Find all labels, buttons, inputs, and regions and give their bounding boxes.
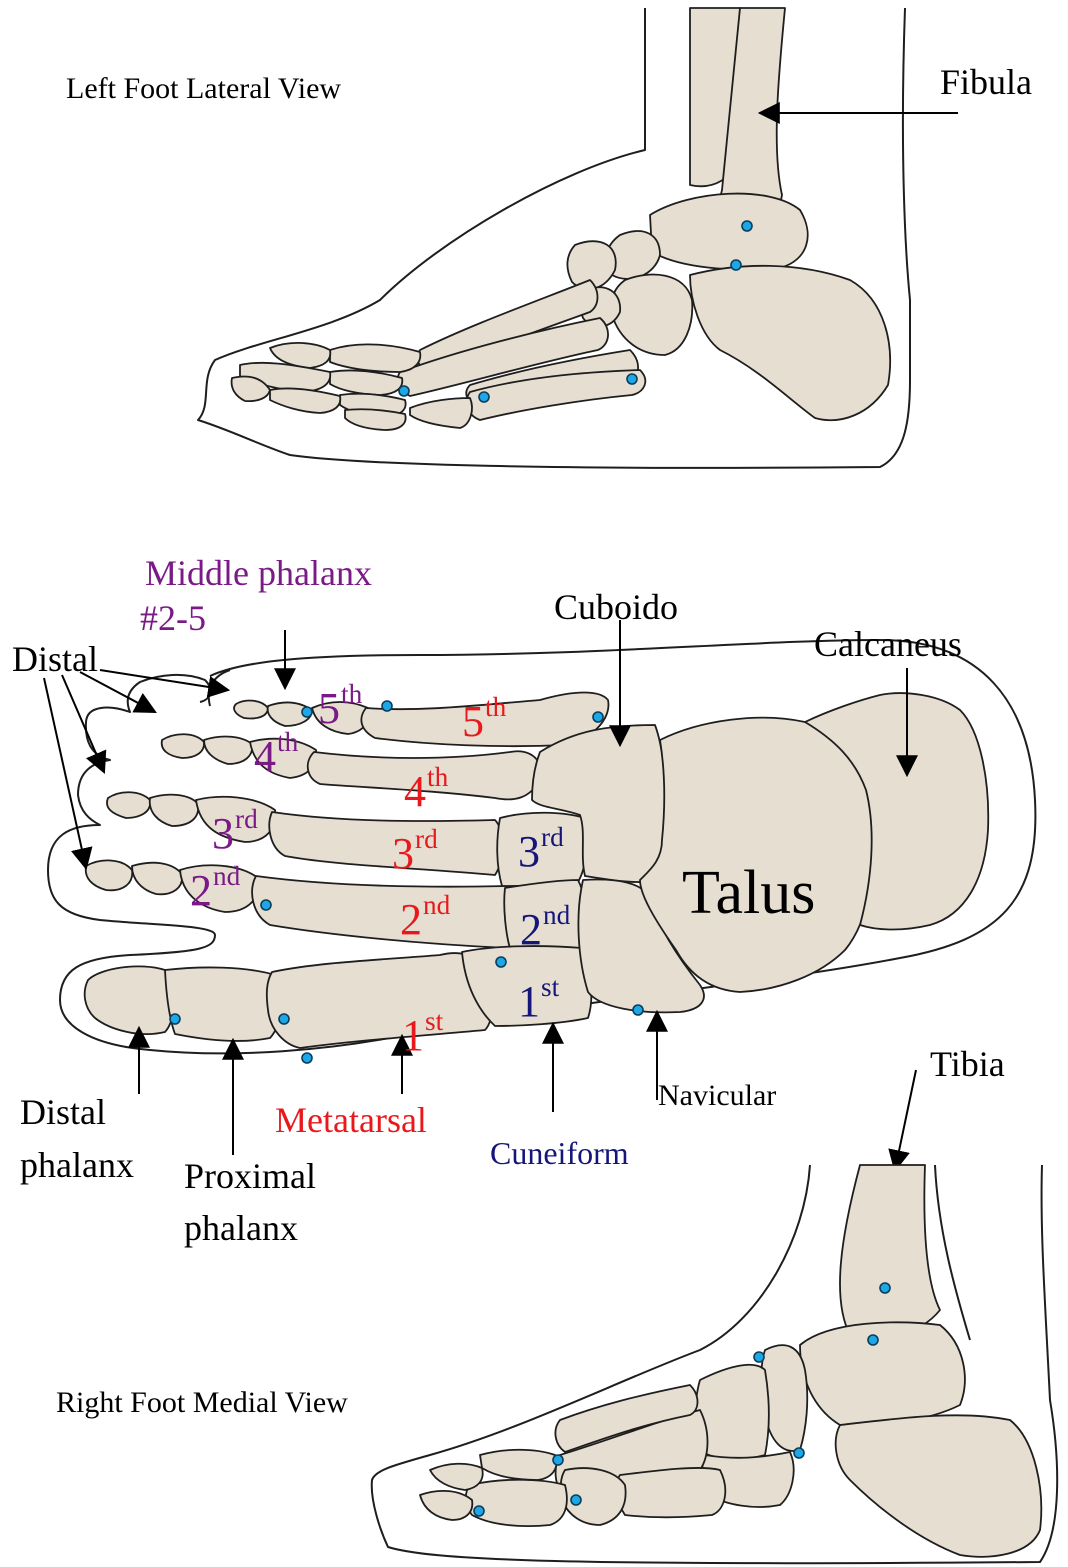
cuboido-label: Cuboido xyxy=(554,589,678,625)
proximal-phalanx-label-line2: phalanx xyxy=(184,1210,298,1246)
lateral-cuboid xyxy=(612,275,693,355)
medial-landmark-dot xyxy=(553,1455,563,1465)
lateral-toe-phalanges-6 xyxy=(270,388,340,413)
lateral-toe-phalanges-9 xyxy=(410,398,472,428)
medial-phalanx-2a xyxy=(480,1450,556,1480)
tibia-label: Tibia xyxy=(930,1046,1005,1082)
dorsal-distal-2 xyxy=(86,860,133,890)
navicular-label: Navicular xyxy=(658,1081,776,1111)
cuneiform-3-ordinal: 3rd xyxy=(518,830,564,874)
metatarsal-3-ordinal: 3rd xyxy=(392,832,438,876)
dorsal-metatarsal-3 xyxy=(269,812,502,875)
medial-tibia xyxy=(840,1165,940,1339)
metatarsal-label: Metatarsal xyxy=(275,1102,427,1138)
metatarsal-1-ordinal: 1st xyxy=(402,1014,443,1058)
distal-arrow-2 xyxy=(44,678,86,868)
dorsal-landmark-dot xyxy=(633,1005,643,1015)
calcaneus-label: Calcaneus xyxy=(814,626,962,662)
tibia-arrow xyxy=(895,1070,916,1170)
middle-phalanx-range-label: #2-5 xyxy=(140,600,206,636)
medial-distal-phalanx-1 xyxy=(466,1480,567,1526)
dorsal-landmark-dot xyxy=(261,900,271,910)
medial-landmark-dot xyxy=(474,1506,484,1516)
dorsal-metatarsal-2 xyxy=(252,876,516,948)
medial-landmark-dot xyxy=(754,1352,764,1362)
fibula-label: Fibula xyxy=(940,64,1032,100)
medial-phalanx-2b xyxy=(430,1464,483,1490)
dorsal-metatarsal-1 xyxy=(267,953,492,1048)
proximal-phalanx-label: Proximal xyxy=(184,1158,316,1194)
middle-phalanx-3-ordinal: 3rd xyxy=(212,812,258,856)
lateral-landmark-dot xyxy=(731,260,741,270)
cuneiform-label: Cuneiform xyxy=(490,1137,629,1169)
middle-phalanx-5-ordinal: 5th xyxy=(318,687,362,731)
distal-arrow-5 xyxy=(100,670,228,690)
distal-arrow-3 xyxy=(62,675,104,772)
cuneiform-1-ordinal: 1st xyxy=(518,980,559,1024)
metatarsal-2-ordinal: 2nd xyxy=(400,898,450,942)
lateral-toe-phalanges-7 xyxy=(345,409,406,430)
distal-phalanx-label: Distal xyxy=(20,1094,106,1130)
lateral-landmark-dot xyxy=(399,386,409,396)
lateral-toe-phalanges-3 xyxy=(330,370,402,395)
medial-talus xyxy=(800,1322,965,1425)
metatarsal-4-ordinal: 4th xyxy=(404,770,448,814)
medial-proximal-phalanx-1 xyxy=(561,1468,626,1525)
dorsal-distal-3 xyxy=(107,792,150,818)
lateral-calcaneus xyxy=(690,266,890,420)
dorsal-distal-4 xyxy=(162,734,204,758)
dorsal-landmark-dot xyxy=(302,1053,312,1063)
lateral-toe-phalanges-1 xyxy=(330,344,420,372)
middle-phalanx-label: Middle phalanx xyxy=(145,555,372,591)
metatarsal-5-ordinal: 5th xyxy=(462,700,506,744)
dorsal-landmark-dot xyxy=(593,712,603,722)
distal-label-top: Distal xyxy=(12,641,98,677)
talus-label: Talus xyxy=(682,862,815,924)
medial-metatarsal-3 xyxy=(616,1468,725,1517)
dorsal-middle-4 xyxy=(204,737,252,764)
medial-landmark-dot xyxy=(794,1448,804,1458)
cuneiform-2-ordinal: 2nd xyxy=(520,908,570,952)
dorsal-landmark-dot xyxy=(279,1014,289,1024)
lateral-talus xyxy=(650,194,808,270)
medial-landmark-dot xyxy=(868,1335,878,1345)
dorsal-middle-3 xyxy=(150,795,199,826)
distal-phalanx-label-line2: phalanx xyxy=(20,1147,134,1183)
medial-landmark-dot xyxy=(571,1495,581,1505)
lateral-landmark-dot xyxy=(627,374,637,384)
lateral-view-title: Left Foot Lateral View xyxy=(66,74,341,104)
medial-view-skeleton xyxy=(372,1165,1057,1563)
dorsal-proximal-1 xyxy=(165,967,281,1041)
medial-landmark-dot xyxy=(880,1283,890,1293)
dorsal-distal-5 xyxy=(234,701,268,719)
dorsal-distal-1 xyxy=(85,966,174,1034)
dorsal-landmark-dot xyxy=(302,707,312,717)
medial-view-title: Right Foot Medial View xyxy=(56,1388,348,1418)
middle-phalanx-4-ordinal: 4th xyxy=(254,735,298,779)
dorsal-landmark-dot xyxy=(170,1014,180,1024)
medial-phalanx-3 xyxy=(420,1491,472,1520)
medial-leg-line xyxy=(935,1165,970,1340)
dorsal-landmark-dot xyxy=(382,701,392,711)
middle-phalanx-2-ordinal: 2nd xyxy=(190,869,240,913)
dorsal-landmark-dot xyxy=(496,957,506,967)
dorsal-middle-2 xyxy=(132,863,182,895)
medial-calcaneus xyxy=(836,1415,1042,1556)
lateral-landmark-dot xyxy=(479,392,489,402)
lateral-landmark-dot xyxy=(742,221,752,231)
